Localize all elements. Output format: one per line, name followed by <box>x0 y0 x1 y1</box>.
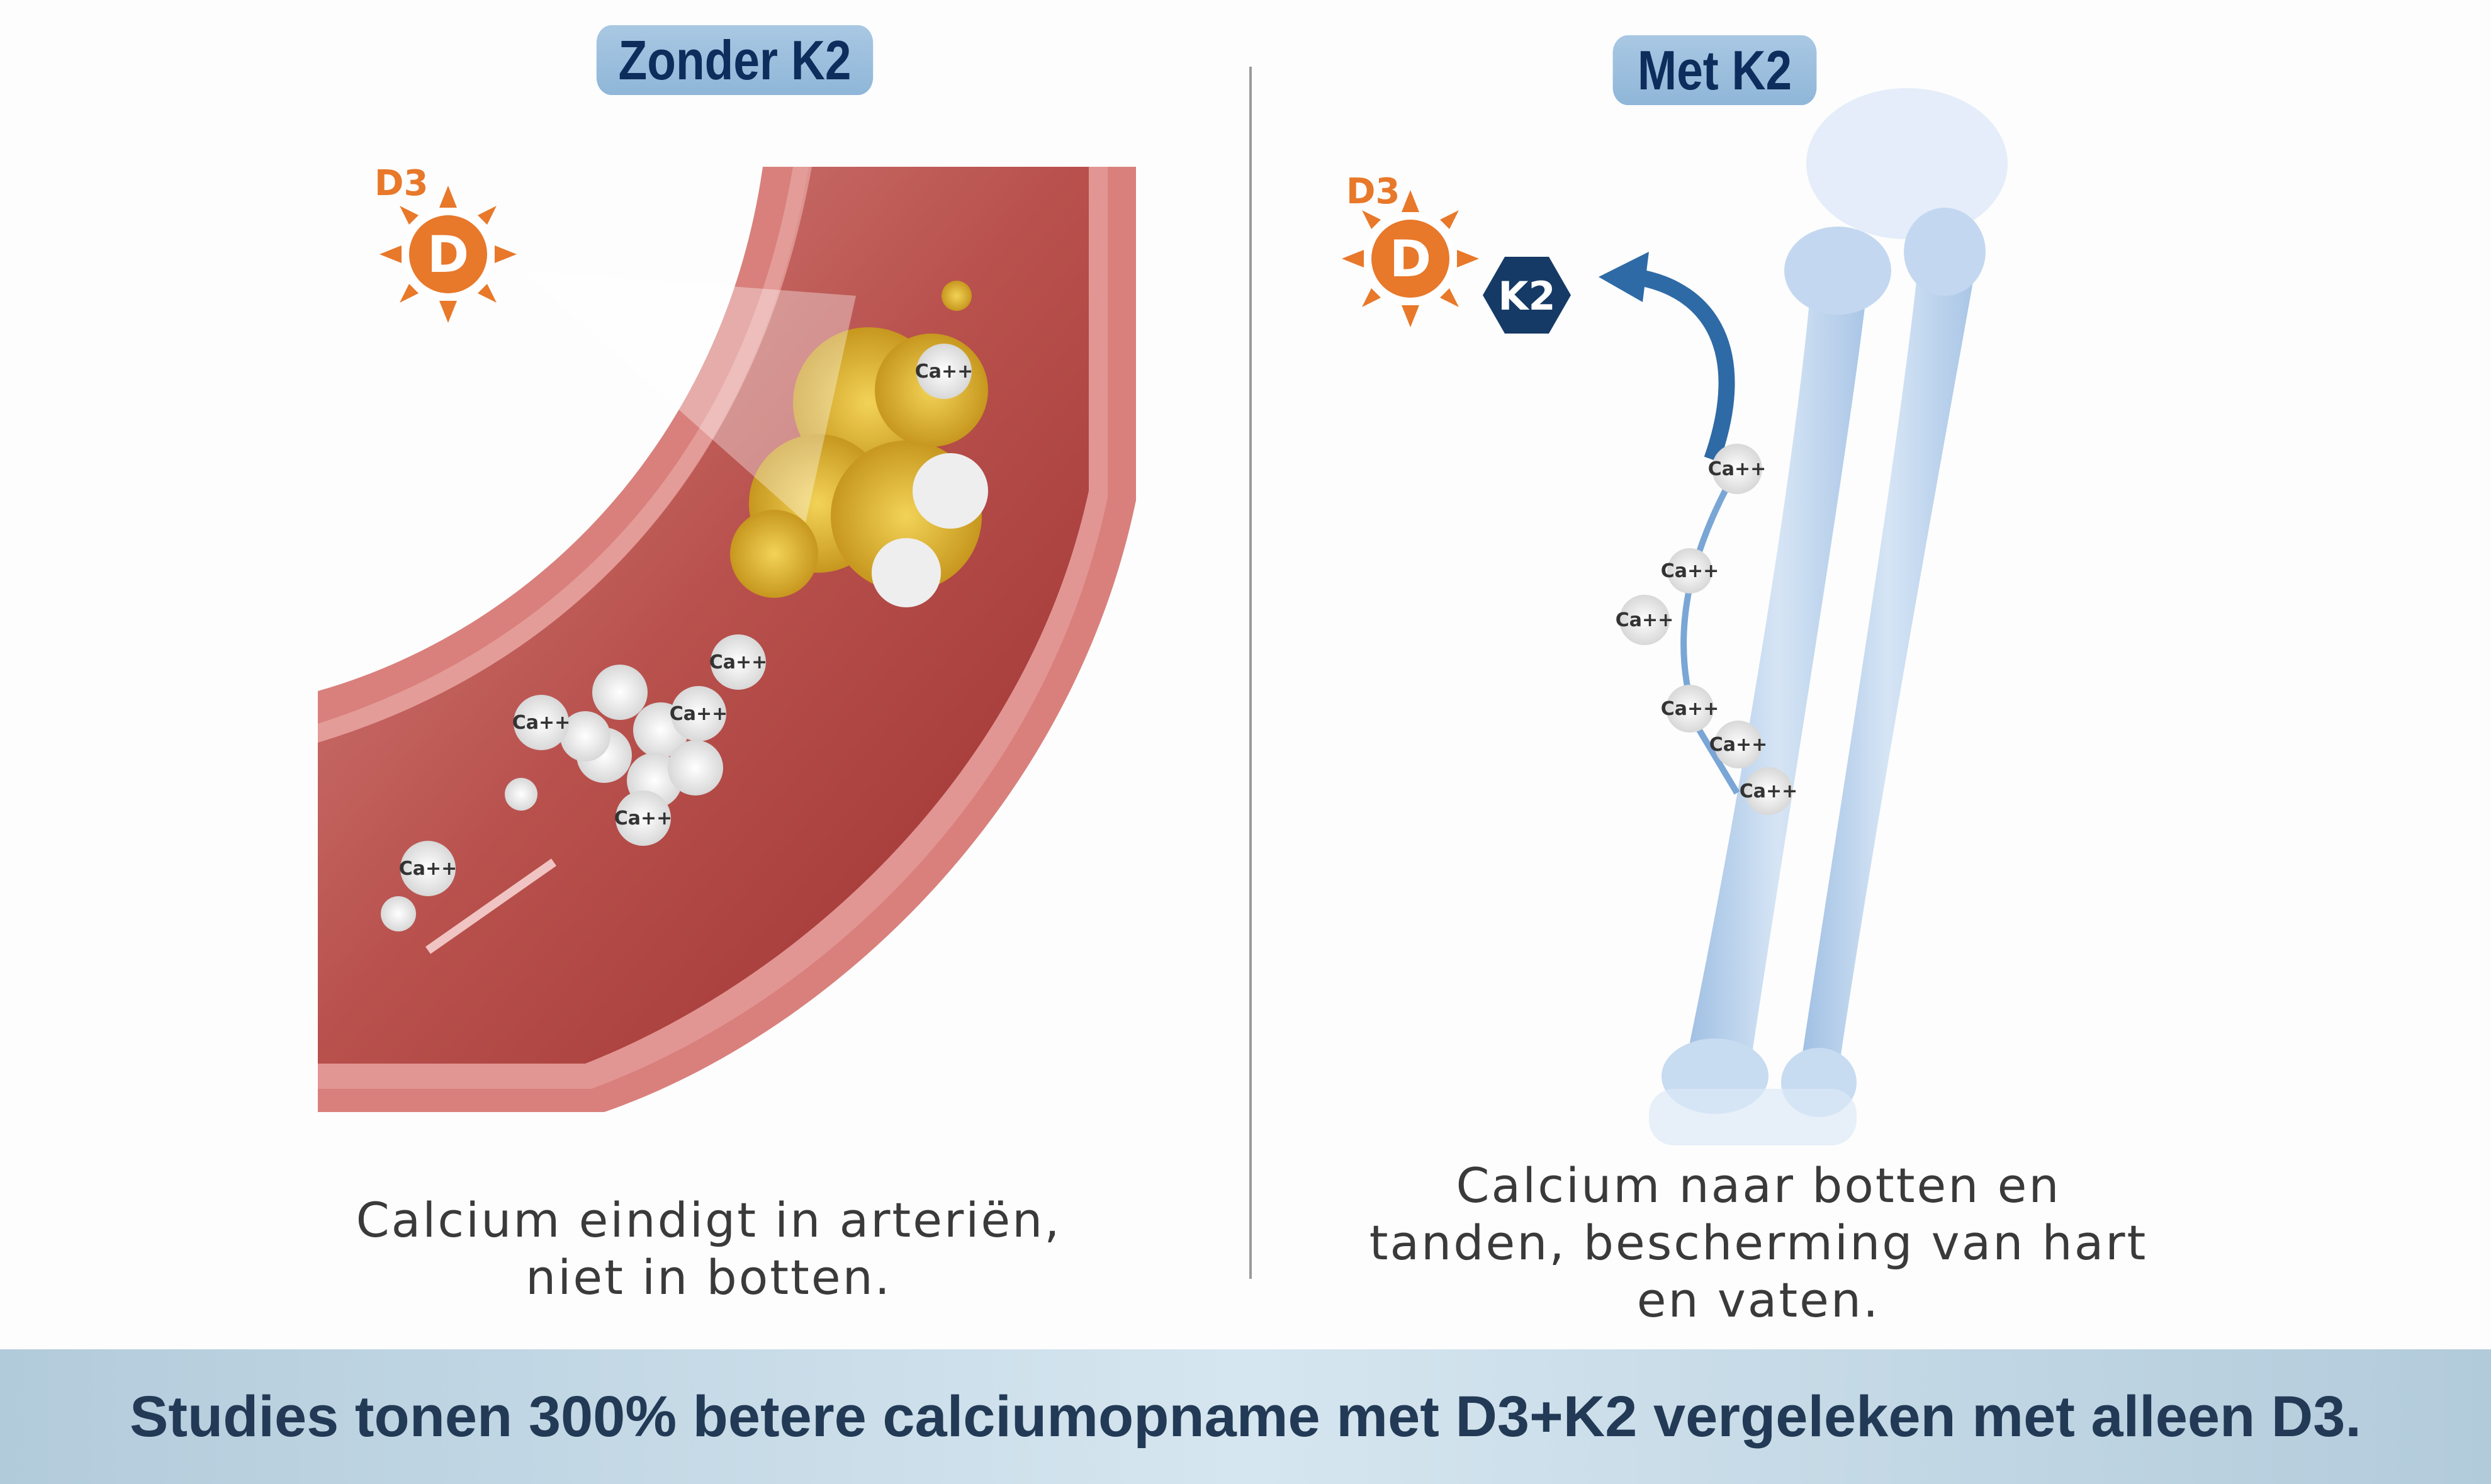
k2-label: K2 <box>1498 273 1555 319</box>
calcium-particles-right: Ca++ Ca++ Ca++ Ca++ Ca++ Ca++ <box>1616 444 1798 815</box>
vitamin-d-sun-icon-right: D D3 <box>1342 171 1479 327</box>
bone-illustration <box>1649 88 2008 1145</box>
calcium-label: Ca++ <box>399 858 458 880</box>
zonder-k2-title: Zonder K2 <box>596 25 874 95</box>
calcium-label: Ca++ <box>1661 698 1719 720</box>
banner-text: Studies tonen 300% betere calciumopname … <box>130 1384 2361 1449</box>
caption-line: Calcium eindigt in arteriën, <box>356 1192 1062 1248</box>
d3-label: D3 <box>1346 171 1400 212</box>
calcium-label: Ca++ <box>1708 458 1767 480</box>
sun-letter: D <box>1390 230 1431 288</box>
met-k2-title: Met K2 <box>1612 35 1817 105</box>
panel-divider <box>1249 67 1252 1279</box>
met-k2-title-text: Met K2 <box>1637 38 1792 101</box>
flow-arrow-icon <box>425 858 557 954</box>
calcium-label: Ca++ <box>614 807 673 829</box>
calcium-label: Ca++ <box>1709 734 1768 756</box>
illustration: Ca++ Ca++ Ca++ Ca++ Ca++ Ca++ D D3 <box>318 88 2008 1145</box>
zonder-k2-title-text: Zonder K2 <box>618 28 852 91</box>
left-caption: Calcium eindigt in arteriën, niet in bot… <box>268 1191 1149 1306</box>
calcium-label: Ca++ <box>1616 609 1674 631</box>
calcium-label: Ca++ <box>1740 780 1798 802</box>
calcium-label: Ca++ <box>1661 560 1719 582</box>
sun-letter: D <box>427 225 469 284</box>
caption-line: en vaten. <box>1636 1272 1881 1328</box>
caption-line: niet in botten. <box>526 1249 892 1305</box>
caption-line: Calcium naar botten en <box>1456 1157 2061 1213</box>
right-caption: Calcium naar botten en tanden, beschermi… <box>1318 1157 2199 1329</box>
caption-line: tanden, bescherming van hart <box>1369 1215 2148 1271</box>
vitamin-d-sun-icon: D D3 <box>374 163 517 323</box>
d3-label: D3 <box>374 163 428 204</box>
calcium-label: Ca++ <box>670 703 728 725</box>
artery-illustration: Ca++ Ca++ Ca++ Ca++ Ca++ Ca++ <box>318 167 1136 1112</box>
calcium-label: Ca++ <box>512 712 571 734</box>
calcium-label: Ca++ <box>709 651 768 673</box>
calcium-label: Ca++ <box>915 361 974 383</box>
bottom-banner: Studies tonen 300% betere calciumopname … <box>0 1349 2491 1484</box>
light-beam-icon <box>522 271 856 522</box>
k2-hexagon-icon: K2 <box>1483 257 1571 334</box>
calcium-particles: Ca++ Ca++ Ca++ Ca++ Ca++ Ca++ <box>381 344 973 931</box>
